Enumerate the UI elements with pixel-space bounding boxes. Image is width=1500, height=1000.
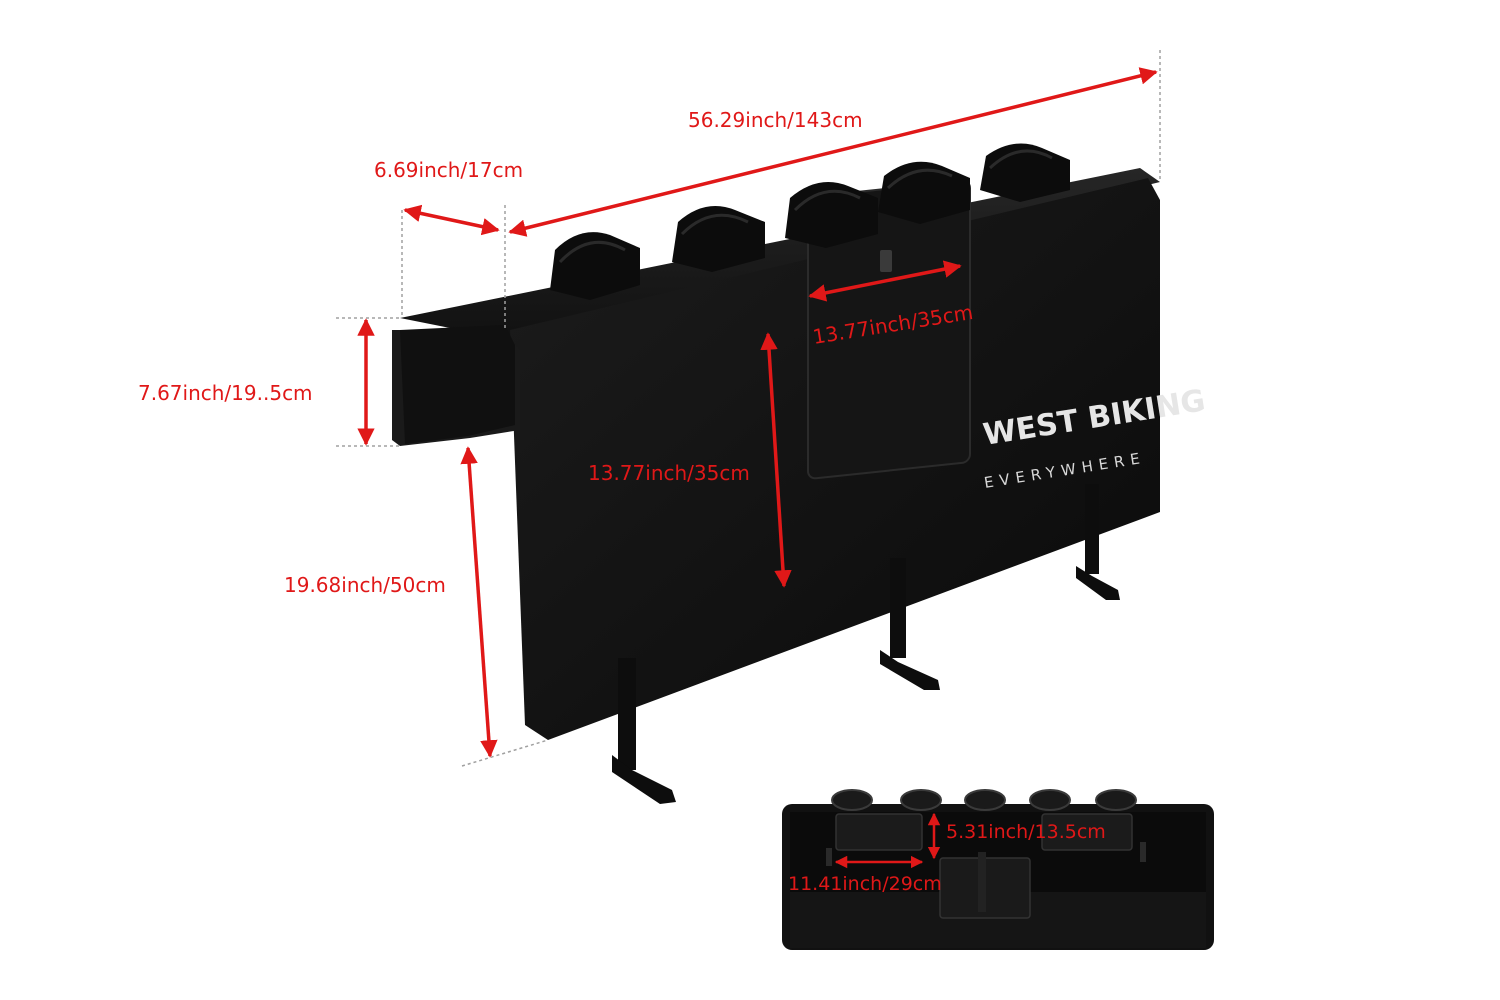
dimension-arrows bbox=[357, 67, 1158, 758]
edge-width-arrow bbox=[403, 204, 500, 236]
main-tailgate-pad: WEST BIKING EVERYWHERE bbox=[392, 143, 1208, 804]
zipper-icon bbox=[880, 250, 892, 272]
strap bbox=[612, 658, 676, 804]
back-pocket bbox=[835, 813, 923, 851]
back-pocket-width-label: 11.41inch/29cm bbox=[788, 873, 942, 895]
bike-block bbox=[1095, 789, 1137, 811]
back-pocket bbox=[1041, 813, 1133, 851]
guide-lines bbox=[336, 50, 1161, 767]
strap bbox=[880, 558, 940, 690]
pocket-width-arrow bbox=[808, 260, 962, 302]
bike-block bbox=[980, 143, 1070, 202]
pocket-height-label: 13.77inch/35cm bbox=[588, 461, 750, 485]
back-view-inset: 5.31inch/13.5cm 11.41inch/29cm bbox=[782, 789, 1214, 950]
bike-block bbox=[1029, 789, 1071, 811]
strap bbox=[1076, 484, 1120, 600]
bike-block bbox=[550, 232, 640, 300]
total-width-arrow bbox=[508, 67, 1158, 237]
flap-height-label: 7.67inch/19..5cm bbox=[138, 381, 313, 405]
total-width-label: 56.29inch/143cm bbox=[688, 108, 863, 132]
bike-block bbox=[964, 789, 1006, 811]
pad-height-arrow bbox=[460, 446, 498, 758]
back-pocket-height-label: 5.31inch/13.5cm bbox=[946, 821, 1106, 843]
pocket-height-arrow bbox=[760, 332, 792, 588]
pad-height-label: 19.68inch/50cm bbox=[284, 573, 446, 597]
edge-width-label: 6.69inch/17cm bbox=[374, 158, 523, 182]
bike-block bbox=[831, 789, 873, 811]
bike-block bbox=[900, 789, 942, 811]
